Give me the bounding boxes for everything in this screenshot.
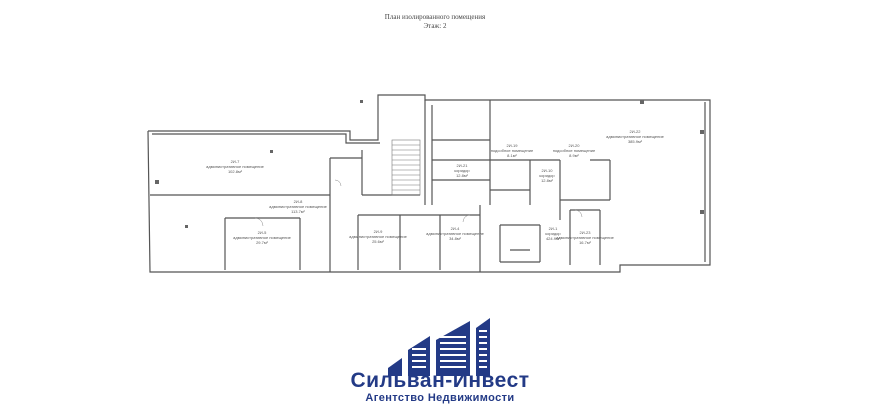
room-number: 2И-8 xyxy=(294,199,303,204)
room-number: 2И-9 xyxy=(374,229,383,234)
brand-logo xyxy=(388,318,490,376)
doors xyxy=(254,179,583,227)
room-type: коридор xyxy=(545,231,561,236)
room-number: 2И-7 xyxy=(231,159,240,164)
room-type: административное помещение xyxy=(233,235,291,240)
room-area: 424.9м² xyxy=(546,236,561,241)
brand-tagline: Агентство Недвижимости xyxy=(365,392,515,404)
stairs xyxy=(391,139,421,196)
room-area: 8.1м² xyxy=(507,153,517,158)
room-area: 8.9м² xyxy=(569,153,579,158)
room-area: 102.8м² xyxy=(228,169,243,174)
building-logo-icon xyxy=(388,318,490,376)
room-area: 385.9м² xyxy=(628,139,643,144)
room-area: 29.7м² xyxy=(256,240,269,245)
room-area: 12.8м² xyxy=(541,178,554,183)
room-type: административное помещение xyxy=(556,235,614,240)
room-area: 25.6м² xyxy=(372,239,385,244)
room-type: административное помещение xyxy=(606,134,664,139)
room-type: административное помещение xyxy=(349,234,407,239)
room-labels: 2И-7 административное помещение 102.8м² … xyxy=(206,129,664,245)
room-type: административное помещение xyxy=(269,204,327,209)
plan-title: План изолированного помещения xyxy=(384,13,486,21)
room-type: административное помещение xyxy=(426,231,484,236)
floor-label: Этаж: 2 xyxy=(423,22,447,30)
room-number: 2И-5 xyxy=(258,230,267,235)
room-type: подсобное помещение xyxy=(491,148,534,153)
room-area: 34.8м² xyxy=(449,236,462,241)
room-number: 2И-21 xyxy=(457,163,469,168)
room-number: 2И-1 xyxy=(549,226,558,231)
room-number: 2И-23 xyxy=(580,230,592,235)
room-type: подсобное помещение xyxy=(553,148,596,153)
room-number: 2И-22 xyxy=(630,129,642,134)
columns xyxy=(155,100,704,228)
room-number: 2И-4 xyxy=(451,226,460,231)
room-type: коридор xyxy=(454,168,470,173)
room-number: 2И-10 xyxy=(542,168,554,173)
room-number: 2И-19 xyxy=(507,143,519,148)
brand-name: Сильван-Инвест xyxy=(350,369,530,392)
room-type: административное помещение xyxy=(206,164,264,169)
plan-walls xyxy=(147,94,711,273)
room-type: коридор xyxy=(539,173,555,178)
room-area: 113.7м² xyxy=(291,209,305,214)
room-number: 2И-20 xyxy=(569,143,581,148)
room-area: 12.8м² xyxy=(456,173,469,178)
room-area: 16.7м² xyxy=(579,240,592,245)
